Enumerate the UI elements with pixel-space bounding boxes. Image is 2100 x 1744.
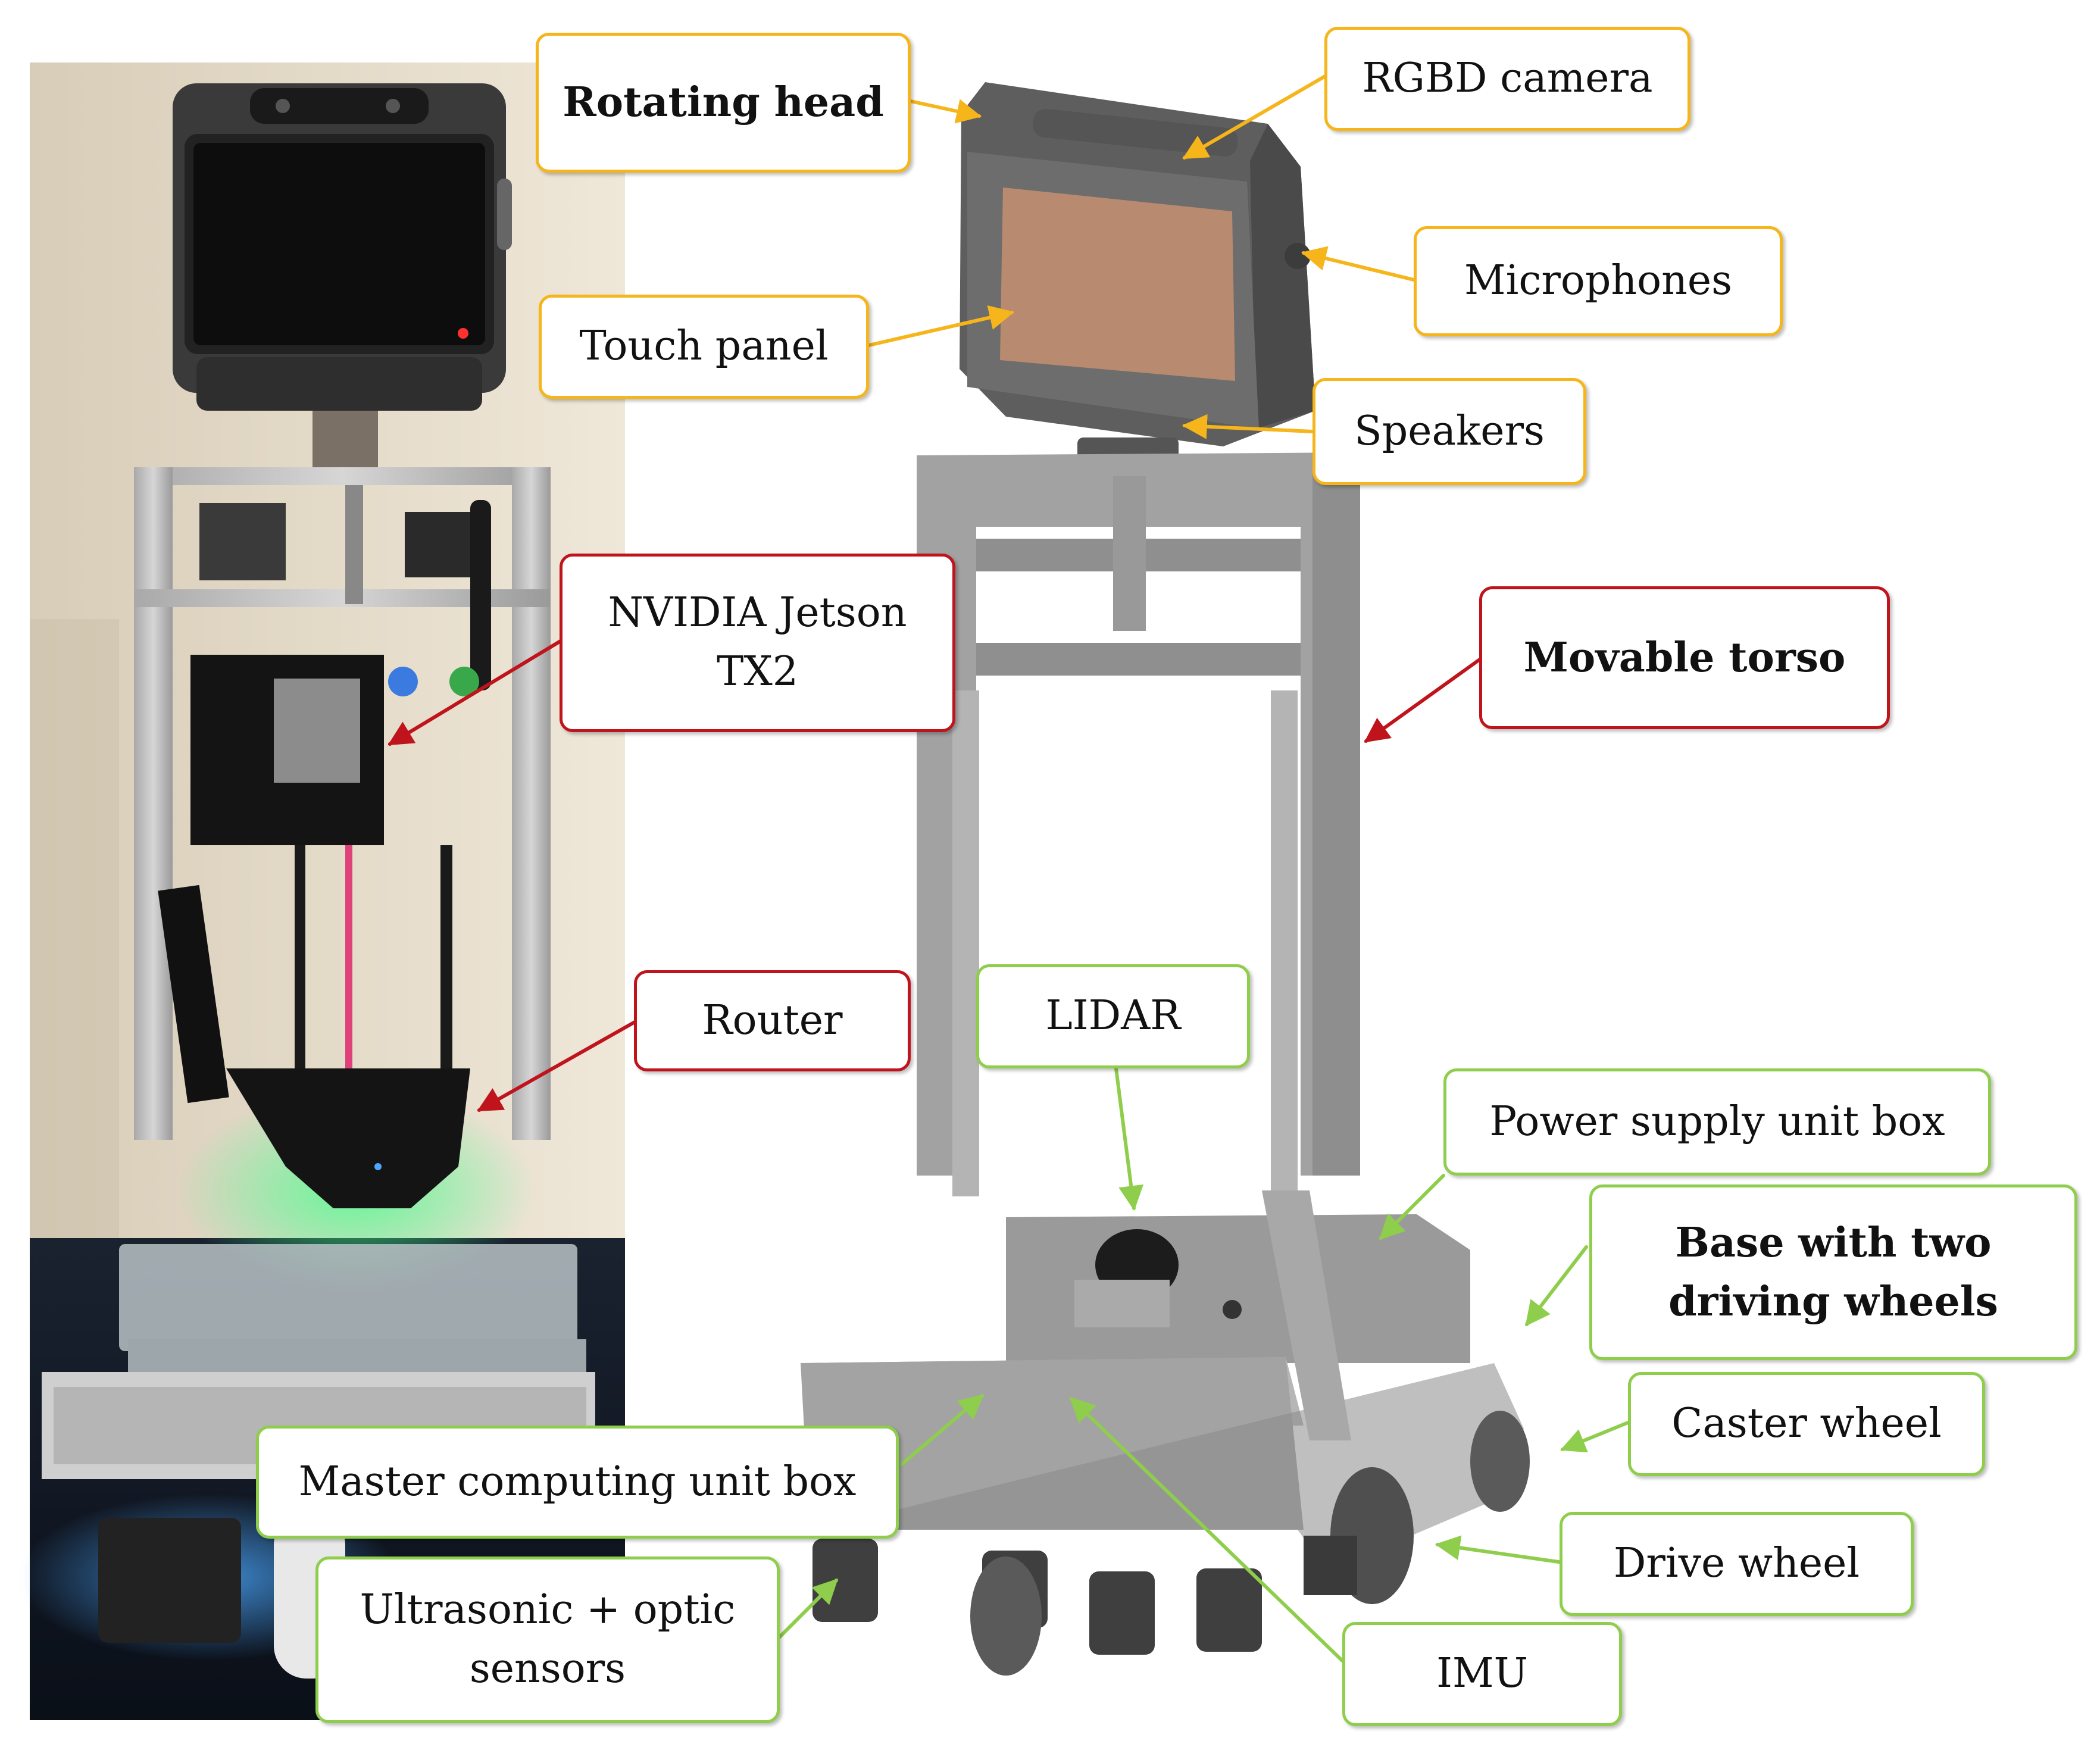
label-microphones-text: Microphones	[1464, 257, 1733, 305]
label-movable-torso-text: Movable torso	[1523, 633, 1846, 682]
label-rgbd-camera-text: RGBD camera	[1362, 55, 1653, 102]
label-base-line1: Base with two	[1675, 1218, 1992, 1267]
label-touch-panel-text: Touch panel	[579, 323, 829, 370]
label-drive-wheel: Drive wheel	[1560, 1512, 1914, 1616]
arrow-router	[477, 1019, 639, 1112]
arrow-speakers	[1182, 414, 1314, 439]
arrow-caster-wheel	[1560, 1421, 1630, 1453]
label-speakers: Speakers	[1312, 378, 1586, 485]
label-ultrasonic-optic-sensors: Ultrasonic + optic sensors	[315, 1557, 780, 1723]
label-imu: IMU	[1342, 1622, 1622, 1726]
arrow-lidar	[1114, 1067, 1144, 1211]
label-caster-wheel: Caster wheel	[1628, 1372, 1985, 1476]
label-power-supply-text: Power supply unit box	[1489, 1098, 1945, 1145]
arrow-power-supply	[1379, 1174, 1445, 1240]
label-lidar-text: LIDAR	[1045, 992, 1181, 1040]
label-router: Router	[634, 970, 911, 1071]
label-lidar: LIDAR	[976, 964, 1250, 1068]
arrow-rgbd-camera	[1182, 70, 1335, 160]
label-master-computing-unit-box: Master computing unit box	[256, 1426, 899, 1539]
label-rgbd-camera: RGBD camera	[1324, 27, 1690, 131]
robot-cad-render	[801, 82, 1530, 1676]
label-power-supply-unit-box: Power supply unit box	[1443, 1068, 1991, 1176]
arrow-drive-wheel	[1435, 1535, 1564, 1564]
label-ultrasonic-line1: Ultrasonic + optic	[360, 1586, 736, 1634]
label-master-computing-text: Master computing unit box	[298, 1458, 857, 1505]
arrow-rotating-head	[909, 99, 982, 124]
callout-arrows	[388, 70, 1630, 1662]
label-nvidia-line2: TX2	[716, 648, 799, 695]
label-imu-text: IMU	[1436, 1650, 1528, 1698]
arrow-imu	[1069, 1397, 1344, 1662]
label-ultrasonic-line2: sensors	[469, 1645, 626, 1692]
arrow-master-computing	[900, 1394, 985, 1466]
label-touch-panel: Touch panel	[539, 295, 869, 399]
arrow-microphones	[1301, 246, 1415, 282]
arrow-movable-torso	[1364, 656, 1484, 743]
arrow-touch-panel	[867, 305, 1015, 347]
label-router-text: Router	[702, 996, 843, 1044]
arrow-nvidia	[388, 638, 564, 746]
label-caster-wheel-text: Caster wheel	[1671, 1400, 1942, 1448]
label-rotating-head-text: Rotating head	[562, 79, 884, 127]
label-nvidia-jetson-tx2: NVIDIA Jetson TX2	[560, 554, 955, 732]
label-rotating-head: Rotating head	[536, 33, 911, 173]
label-base-line2: driving wheels	[1668, 1277, 1998, 1326]
label-nvidia-line1: NVIDIA Jetson	[608, 589, 907, 637]
label-microphones: Microphones	[1414, 226, 1783, 336]
robot-photo	[18, 62, 625, 1720]
label-base-with-two-driving-wheels: Base with two driving wheels	[1589, 1184, 2077, 1360]
label-speakers-text: Speakers	[1354, 407, 1545, 455]
label-drive-wheel-text: Drive wheel	[1613, 1540, 1860, 1587]
arrow-ultrasonic	[778, 1579, 838, 1639]
arrow-base	[1525, 1245, 1588, 1327]
label-movable-torso: Movable torso	[1479, 586, 1890, 729]
